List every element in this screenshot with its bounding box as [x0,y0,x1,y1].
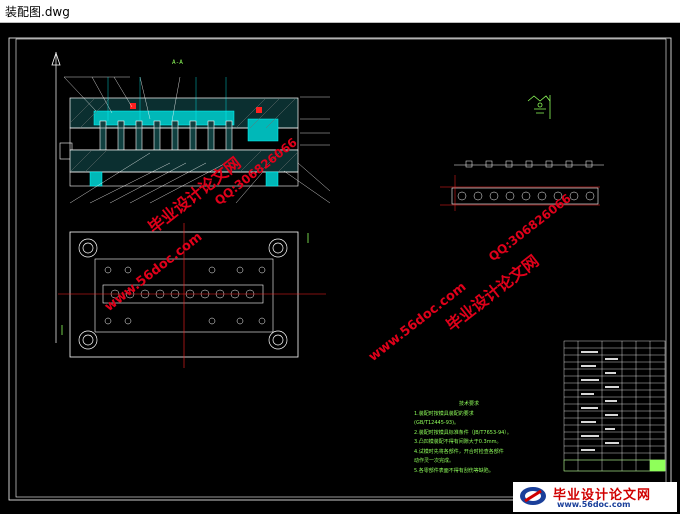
section-arrow [51,51,61,66]
note-line: 动作灵一次完成。 [414,458,455,464]
note-line: 2.装配时按模具标准条件（JB/T7653-94）。 [414,429,512,436]
outer-frame [8,37,672,501]
section-label: A-A [172,59,183,66]
site-logo[interactable]: 毕业设计论文网 www.56doc.com [513,482,677,512]
notes-title: 技术要求 [458,401,479,407]
note-line: 5.各零部件表面不得有刮伤等缺陷。 [414,467,494,474]
note-line: (GB/T12445-93)。 [414,420,460,426]
logo-url: www.56doc.com [557,500,631,509]
drawing-canvas[interactable]: A-A 技术要求 1.装配时按模具装配的要求 (GB/T12445-93)。 2… [0,23,680,514]
section-view [59,76,331,204]
note-line: 1.装配时按模具装配的要求 [414,410,474,417]
plan-view [58,223,326,368]
strip-layout [440,95,604,211]
logo-icon [520,487,546,505]
title-bar: 装配图.dwg [0,0,680,23]
window-title: 装配图.dwg [5,5,70,19]
note-line: 3.凸凹模装配不得有间隙大于0.3mm。 [414,439,502,445]
inner-frame [15,38,667,498]
bom-table [563,340,666,472]
logo-title: 毕业设计论文网 [553,488,652,503]
drawing-svg [8,37,672,501]
note-line: 4.试模时先将各部件，开合时检查各部件 [414,448,504,455]
technical-notes: 技术要求 1.装配时按模具装配的要求 (GB/T12445-93)。 2.装配时… [414,400,554,476]
